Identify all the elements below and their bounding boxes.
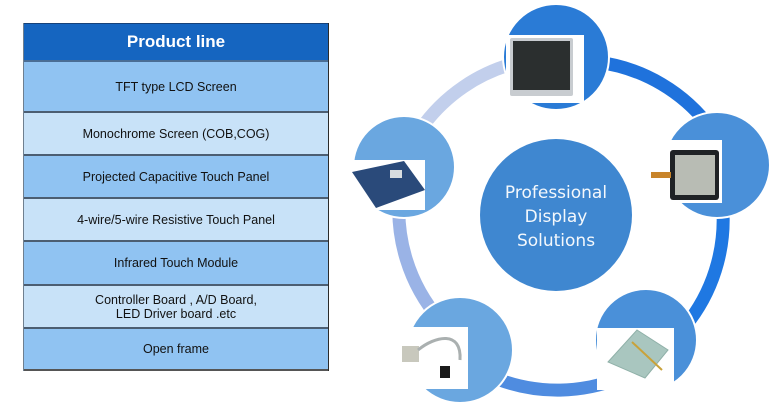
cable-connector-photo — [402, 346, 419, 362]
row-label: Monochrome Screen (COB,COG) — [82, 126, 270, 141]
table-header: Product line — [24, 23, 328, 62]
row-label: Projected Capacitive Touch Panel — [82, 169, 270, 184]
table-row: TFT type LCD Screen — [24, 62, 328, 113]
table-row: Infrared Touch Module — [24, 242, 328, 286]
table-row: Monochrome Screen (COB,COG) — [24, 113, 328, 156]
center-label-line1: Professional — [504, 183, 608, 203]
center-circle — [480, 139, 632, 291]
resistive-touch-panel-photo — [607, 329, 669, 379]
row-label: 4-wire/5-wire Resistive Touch Panel — [77, 212, 275, 227]
node-right — [651, 111, 771, 219]
table-row: 4-wire/5-wire Resistive Touch Panel — [24, 199, 328, 242]
node-bottom-left — [396, 296, 514, 404]
center-label-line2: Display — [524, 207, 588, 227]
row-label: Controller Board , A/D Board, — [95, 292, 257, 307]
center-label: Professional Display Solutions — [481, 181, 631, 253]
node-bottom-right — [594, 288, 698, 392]
product-line-table: Product line TFT type LCD Screen Monochr… — [23, 23, 329, 371]
row-label: TFT type LCD Screen — [115, 79, 237, 94]
row-label: Open frame — [142, 342, 209, 356]
table-row: Controller Board , A/D Board, LED Driver… — [24, 286, 328, 329]
controller-board-photo — [352, 161, 425, 208]
node-left — [350, 115, 456, 219]
table-row: Projected Capacitive Touch Panel — [24, 156, 328, 199]
table-row: Open frame — [24, 329, 328, 371]
center-label-line3: Solutions — [516, 231, 596, 251]
node-top — [502, 3, 610, 111]
row-label: Infrared Touch Module — [113, 256, 239, 270]
row-label-line2: LED Driver board .etc — [115, 306, 237, 321]
